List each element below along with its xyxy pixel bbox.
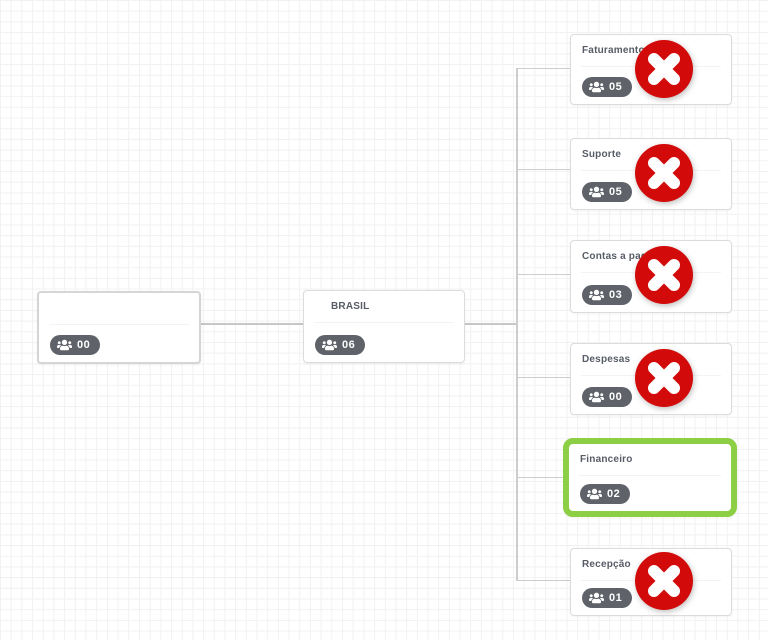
member-count: 05	[609, 81, 623, 93]
node-title: Contas a pagar	[582, 251, 658, 262]
users-icon	[587, 488, 602, 500]
edge-branch-suporte	[517, 169, 570, 170]
member-count-badge: 02	[580, 484, 631, 504]
users-icon	[589, 391, 604, 403]
users-icon	[589, 289, 604, 301]
member-count-badge: 01	[582, 588, 633, 608]
org-node-despesas[interactable]: Despesas 00	[570, 343, 732, 415]
users-icon	[589, 81, 604, 93]
delete-x-icon[interactable]	[634, 348, 694, 408]
node-title: Despesas	[582, 354, 631, 365]
delete-x-icon[interactable]	[634, 245, 694, 305]
edge-branch-faturamento	[517, 68, 570, 69]
org-node-recepcao[interactable]: Recepção 01	[570, 548, 732, 616]
edge-branch-contas	[517, 274, 570, 275]
member-count: 03	[609, 289, 623, 301]
node-title: Faturamento	[582, 45, 645, 56]
node-title	[39, 293, 199, 303]
org-node-root[interactable]: 00	[37, 291, 201, 364]
member-count-badge: 06	[315, 335, 366, 355]
member-count: 01	[609, 592, 623, 604]
member-count-badge: 00	[50, 335, 101, 355]
org-node-financeiro[interactable]: Financeiro 02	[563, 438, 737, 517]
node-title: Recepção	[582, 559, 631, 570]
edge-trunk-vertical	[516, 68, 518, 581]
users-icon	[589, 592, 604, 604]
users-icon	[57, 339, 72, 351]
org-node-faturamento[interactable]: Faturamento 05	[570, 34, 732, 105]
member-count: 00	[609, 391, 623, 403]
org-node-suporte[interactable]: Suporte 05	[570, 138, 732, 210]
org-node-brasil[interactable]: BRASIL 06	[303, 290, 465, 363]
member-count: 02	[607, 488, 621, 500]
node-title: Suporte	[582, 149, 622, 160]
delete-x-icon[interactable]	[634, 551, 694, 611]
node-divider	[314, 322, 454, 323]
member-count: 00	[77, 339, 91, 351]
member-count-badge: 03	[582, 285, 633, 305]
node-divider	[49, 324, 189, 325]
member-count: 06	[342, 339, 356, 351]
member-count: 05	[609, 186, 623, 198]
delete-x-icon[interactable]	[634, 143, 694, 203]
edge-branch-financeiro	[517, 477, 569, 478]
edge-branch-recepcao	[517, 580, 570, 581]
edge-brasil-trunk	[463, 323, 517, 325]
node-divider	[579, 475, 721, 476]
node-title: Financeiro	[580, 454, 633, 465]
edge-branch-despesas	[517, 377, 570, 378]
edge-root-brasil	[197, 323, 303, 325]
member-count-badge: 05	[582, 182, 633, 202]
users-icon	[589, 186, 604, 198]
users-icon	[322, 339, 337, 351]
member-count-badge: 00	[582, 387, 633, 407]
node-title: BRASIL	[331, 301, 370, 312]
member-count-badge: 05	[582, 77, 633, 97]
delete-x-icon[interactable]	[634, 39, 694, 99]
org-node-contas-a-pagar[interactable]: Contas a pagar 03	[570, 240, 732, 313]
